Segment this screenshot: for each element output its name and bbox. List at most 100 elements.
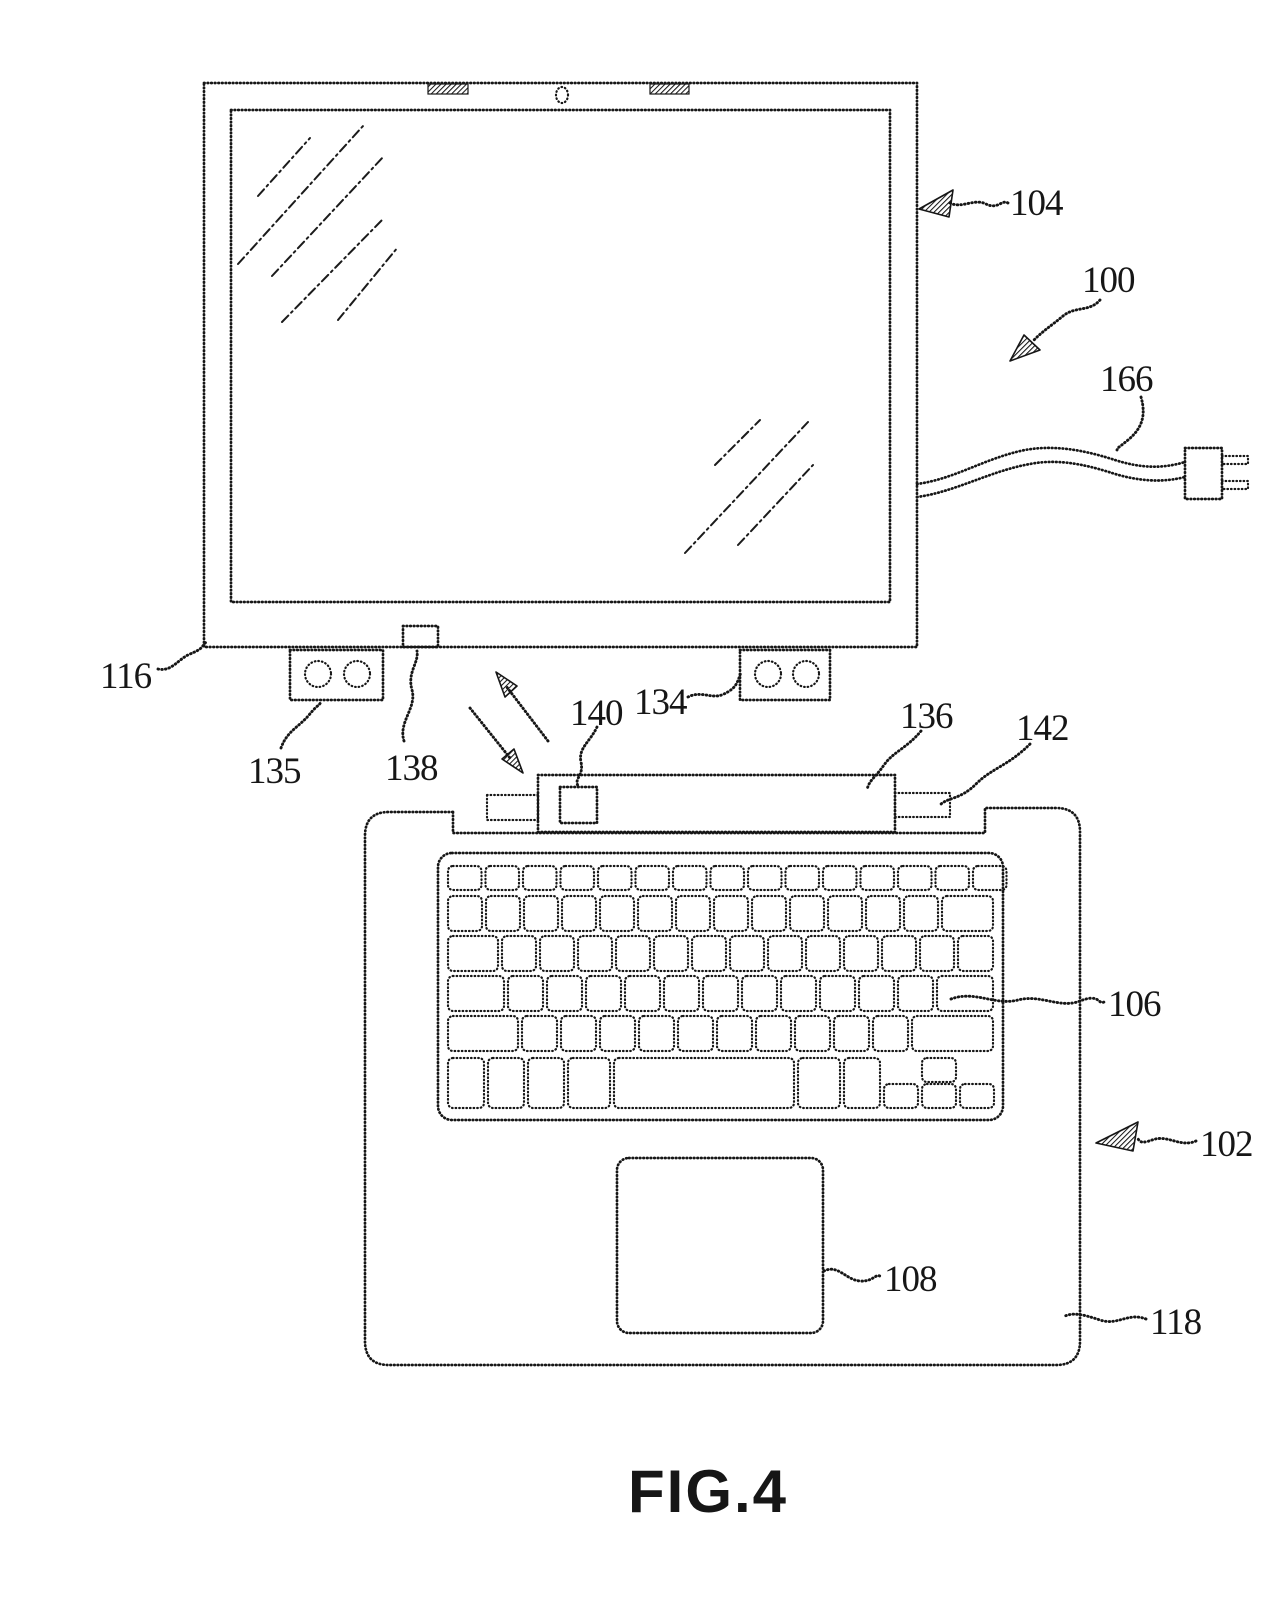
ref-label-136: 136: [900, 696, 953, 737]
ref-label-138: 138: [385, 748, 438, 789]
key: [857, 974, 896, 1013]
leader-136: [865, 729, 923, 792]
key: [538, 934, 576, 973]
leader-142: [938, 742, 1032, 807]
arrowhead-down-icon: [501, 748, 524, 774]
key: [859, 864, 896, 892]
display-housing: [202, 81, 919, 649]
key: [882, 1082, 920, 1110]
ref-label-116: 116: [100, 656, 152, 697]
leader-166: [1115, 395, 1145, 452]
key: [522, 894, 560, 933]
key: [740, 974, 779, 1013]
key: [750, 894, 788, 933]
ref-label-134: 134: [634, 682, 687, 723]
key: [520, 1014, 559, 1053]
plug-prong: [1220, 454, 1250, 466]
key: [715, 1014, 754, 1053]
key: [910, 1014, 995, 1053]
key: [701, 974, 740, 1013]
leader-138: [401, 649, 419, 743]
key: [935, 974, 995, 1013]
key: [634, 864, 671, 892]
docking-connector-140: [558, 785, 599, 825]
leader-102: [1134, 1136, 1198, 1145]
key: [446, 1056, 486, 1110]
key: [712, 894, 750, 933]
ref-label-142: 142: [1016, 708, 1069, 749]
key: [486, 1056, 526, 1110]
key: [526, 1056, 566, 1110]
bracket-hole: [342, 659, 372, 689]
leader-140: [575, 725, 599, 788]
key: [804, 934, 842, 973]
key: [446, 864, 483, 892]
key: [766, 934, 804, 973]
key: [971, 864, 1008, 892]
key: [662, 974, 701, 1013]
detach-direction-arrows: [468, 671, 550, 774]
leader-118: [1061, 1312, 1148, 1323]
hinge-bracket-right-134: [738, 648, 832, 702]
key: [446, 974, 506, 1013]
key: [842, 1056, 882, 1110]
arrowhead-100-icon: [1009, 334, 1041, 362]
key: [521, 864, 558, 892]
ref-label-106: 106: [1108, 984, 1161, 1025]
power-plug: [1183, 446, 1224, 501]
key: [636, 894, 674, 933]
hinge-bracket-left-135: [288, 648, 385, 702]
key: [880, 934, 918, 973]
key: [832, 1014, 871, 1053]
bracket-hole: [791, 659, 821, 689]
key: [576, 934, 614, 973]
latch-slot-right: [649, 83, 690, 95]
key: [623, 974, 662, 1013]
key: [940, 894, 995, 933]
ref-label-135: 135: [248, 751, 301, 792]
arrowhead-102-icon: [1095, 1121, 1139, 1152]
key: [559, 864, 596, 892]
base-unit: [363, 773, 1082, 1367]
leader-104: [948, 200, 1010, 208]
key: [842, 934, 880, 973]
key: [690, 934, 728, 973]
power-cable: [915, 446, 1250, 501]
ref-label-104: 104: [1010, 183, 1063, 224]
key: [709, 864, 746, 892]
key: [596, 864, 633, 892]
key: [934, 864, 971, 892]
key: [614, 934, 652, 973]
key: [746, 864, 783, 892]
keyboard-frame-106: [436, 851, 1005, 1122]
key: [920, 1082, 958, 1110]
camera-icon: [554, 85, 570, 105]
key: [500, 934, 538, 973]
ref-label-166: 166: [1100, 359, 1153, 400]
leader-108: [822, 1267, 883, 1283]
key: [818, 974, 857, 1013]
key: [446, 1014, 520, 1053]
keyboard-keys: [446, 864, 1008, 1110]
key: [566, 1056, 612, 1110]
key: [821, 864, 858, 892]
bracket-hole: [303, 659, 333, 689]
leader-134: [686, 670, 743, 699]
key: [902, 894, 940, 933]
key: [584, 974, 623, 1013]
key: [956, 934, 995, 973]
key: [637, 1014, 676, 1053]
key: [920, 1056, 958, 1084]
key: [484, 894, 522, 933]
ref-label-102: 102: [1200, 1124, 1253, 1165]
key: [484, 864, 521, 892]
key: [506, 974, 545, 1013]
leader-135: [279, 700, 323, 750]
key: [788, 894, 826, 933]
key: [598, 1014, 637, 1053]
key: [446, 934, 500, 973]
key: [676, 1014, 715, 1053]
key: [779, 974, 818, 1013]
key: [826, 894, 864, 933]
